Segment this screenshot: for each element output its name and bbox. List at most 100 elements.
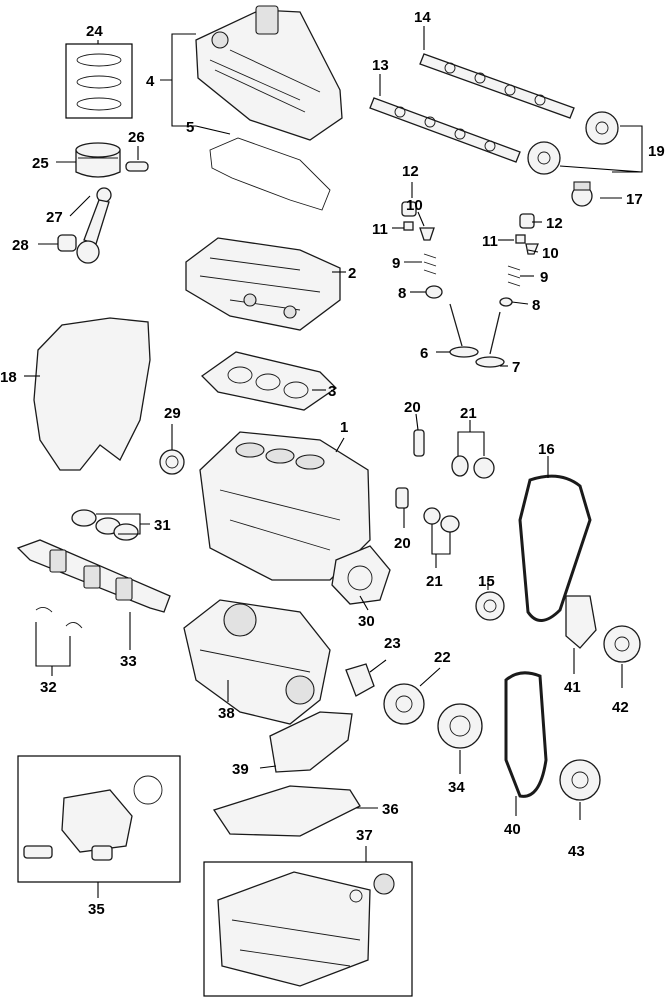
engine-block — [199, 431, 371, 581]
leader-lines — [24, 26, 643, 898]
oil-pump-assembly — [183, 599, 331, 725]
callout-12a: 12 — [402, 163, 419, 180]
piston — [75, 142, 121, 178]
callout-24: 24 — [86, 23, 103, 40]
callout-8a: 8 — [398, 285, 406, 302]
lifter-right — [519, 213, 535, 229]
callout-6: 6 — [420, 345, 428, 362]
callout-9a: 9 — [392, 255, 400, 272]
timing-belt — [518, 474, 592, 622]
callout-26: 26 — [128, 129, 145, 146]
spring-left — [423, 253, 437, 275]
callout-21b: 21 — [426, 573, 443, 590]
cylinder-head — [185, 237, 341, 331]
callout-25: 25 — [32, 155, 49, 172]
callout-22: 22 — [434, 649, 451, 666]
callout-11b: 11 — [482, 233, 498, 250]
callout-42: 42 — [612, 699, 629, 716]
cover-gasket — [209, 137, 331, 211]
timing-cover — [33, 317, 151, 471]
callout-35: 35 — [88, 901, 105, 918]
rod-bearing — [57, 234, 77, 252]
belt-tensioner — [565, 595, 597, 649]
callout-20a: 20 — [404, 399, 421, 416]
intake-camshaft — [419, 53, 575, 119]
callout-21a: 21 — [460, 405, 477, 422]
cam-phasers — [527, 111, 619, 175]
callout-7: 7 — [512, 359, 520, 376]
accessory-belt — [504, 671, 548, 798]
oil-baffle — [269, 711, 353, 773]
piston-rings — [65, 43, 133, 119]
sensor-upper — [413, 429, 425, 457]
callout-19: 19 — [648, 143, 665, 160]
callout-10a: 10 — [406, 197, 423, 214]
sensor-lower — [395, 487, 409, 509]
cam-sensor — [571, 181, 593, 207]
callout-38: 38 — [218, 705, 235, 722]
intake-valve — [449, 303, 479, 358]
lifter-left — [401, 201, 417, 217]
keeper-left — [403, 221, 414, 231]
piston-pin — [125, 161, 149, 172]
callout-18: 18 — [0, 369, 17, 386]
callout-29: 29 — [164, 405, 181, 422]
oil-cooler — [17, 755, 181, 883]
callout-23: 23 — [384, 635, 401, 652]
seal-right — [499, 297, 513, 307]
callout-8b: 8 — [532, 297, 540, 314]
thrust-washer-b — [65, 622, 83, 629]
valve-cover — [195, 5, 343, 141]
windage-tray — [212, 785, 361, 837]
callout-17: 17 — [626, 191, 643, 208]
idler-pulley — [603, 625, 641, 663]
front-seal — [159, 449, 185, 475]
callout-36: 36 — [382, 801, 399, 818]
retainer-right — [525, 243, 539, 255]
connecting-rod — [76, 187, 112, 264]
callout-1: 1 — [340, 419, 348, 436]
chain-tensioner — [345, 663, 375, 697]
callout-9b: 9 — [540, 269, 548, 286]
crankshaft — [16, 539, 171, 613]
callout-14: 14 — [414, 9, 431, 26]
water-pump-pulley — [559, 759, 601, 801]
head-gasket — [200, 351, 338, 411]
callout-labels: 1 2 3 4 5 6 7 8 8 9 9 10 10 11 11 12 12 … — [0, 9, 665, 918]
callout-5: 5 — [186, 119, 194, 136]
callout-39: 39 — [232, 761, 249, 778]
oil-pan — [203, 861, 413, 997]
exhaust-camshaft — [369, 97, 521, 163]
callout-20b: 20 — [394, 535, 411, 552]
exhaust-valve — [475, 311, 505, 368]
clamps-upper — [451, 455, 495, 479]
callout-10b: 10 — [542, 245, 559, 262]
spring-right — [507, 265, 521, 287]
seal-left — [425, 285, 443, 299]
callout-27: 27 — [46, 209, 63, 226]
callout-4: 4 — [146, 73, 155, 90]
callout-43: 43 — [568, 843, 585, 860]
clamps-lower — [423, 507, 460, 533]
keeper-right — [515, 234, 526, 244]
callout-16: 16 — [538, 441, 555, 458]
callout-2: 2 — [348, 265, 356, 282]
callout-37: 37 — [356, 827, 373, 844]
callout-13: 13 — [372, 57, 389, 74]
callout-30: 30 — [358, 613, 375, 630]
callout-41: 41 — [564, 679, 581, 696]
callout-3: 3 — [328, 383, 336, 400]
retainer-left — [419, 227, 435, 241]
thrust-washer-a — [35, 607, 53, 613]
callout-11a: 11 — [372, 221, 388, 238]
callout-12b: 12 — [546, 215, 563, 232]
callout-34: 34 — [448, 779, 465, 796]
rear-seal-plate — [331, 545, 391, 605]
callout-28: 28 — [12, 237, 29, 254]
callout-33: 33 — [120, 653, 137, 670]
callout-15: 15 — [478, 573, 495, 590]
main-bearings — [71, 509, 139, 541]
callout-40: 40 — [504, 821, 521, 838]
crank-sprocket — [475, 591, 505, 621]
